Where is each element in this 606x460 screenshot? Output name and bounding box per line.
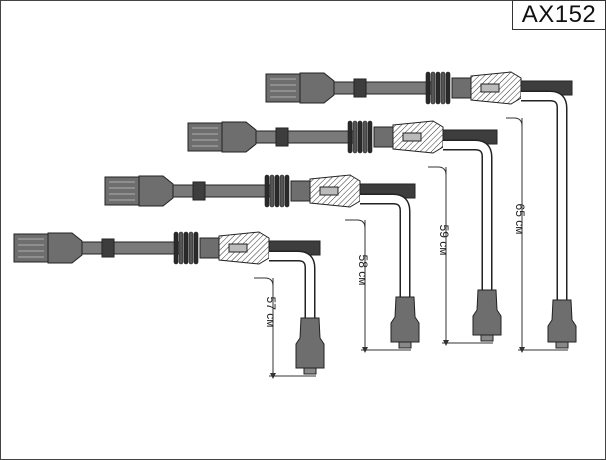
dimension-leader [428,166,447,176]
product-code-box: AX152 [512,0,606,30]
lead-cable-inner [443,141,491,290]
lead-cable-inner [269,252,314,318]
bellows-rib [183,231,189,265]
ignition-lead-3: 58 см [104,174,420,353]
bellows-neck [451,77,473,99]
dimension-leader [506,117,523,127]
bellows-rib [178,231,184,265]
bellows-rib [425,71,431,105]
bellows-rib [347,120,353,154]
bellows-rib [284,174,290,208]
bellows-rib [193,231,199,265]
length-label: 58 см [356,255,370,286]
boot-collar [299,72,335,104]
boot-collar [221,121,257,153]
product-code: AX152 [521,1,597,28]
bellows-rib [430,71,436,105]
spark-plug-boot [472,289,502,336]
terminal [228,243,248,253]
bellows-rib [357,120,363,154]
length-label: 65 см [513,204,527,235]
cable [81,241,183,255]
coil-boot [104,176,140,206]
cable-marker [101,238,115,258]
bellows-neck [373,126,395,148]
bellows-rib [279,174,285,208]
boot-collar [47,232,83,264]
bellows-rib [435,71,441,105]
lead-cable-inner [521,92,566,300]
cable-marker [353,78,367,98]
bellows-rib [188,231,194,265]
dimension-leader [254,277,274,287]
bellows-rib [352,120,358,154]
coil-boot [13,233,49,263]
bellows-rib [362,120,368,154]
bellows-rib [274,174,280,208]
terminal [480,83,500,93]
spark-plug-terminal [555,341,569,349]
coil-boot [265,73,301,103]
coil-boot [187,122,223,152]
ignition-lead-2: 59 см [187,120,502,346]
spark-plug-terminal [480,334,494,342]
spark-plug-terminal [398,341,412,349]
terminal [402,132,422,142]
bellows-rib [173,231,179,265]
bellows-rib [445,71,451,105]
cable [333,81,435,95]
lead-cable [521,90,568,300]
lead-cable [443,139,493,290]
spark-plug-boot [295,317,325,369]
ignition-lead-4: 57 см [13,231,325,379]
ignition-lead-1: 65 см [265,71,577,353]
length-label: 59 см [437,225,451,256]
cable [255,130,357,144]
terminal [319,186,339,196]
bellows-rib [367,120,373,154]
bellows-rib [269,174,275,208]
lead-cable-inner [360,195,409,297]
cable [172,184,274,198]
bellows-neck [290,180,312,202]
boot-collar [138,175,174,207]
bellows-neck [199,237,221,259]
spark-plug-boot [547,299,577,343]
cable-marker [275,127,289,147]
length-label: 57 см [264,297,278,328]
spark-plug-terminal [303,367,317,375]
bellows-rib [440,71,446,105]
dimension-leader [345,219,366,229]
spark-plug-boot [390,296,420,343]
bellows-rib [264,174,270,208]
cable-marker [192,181,206,201]
